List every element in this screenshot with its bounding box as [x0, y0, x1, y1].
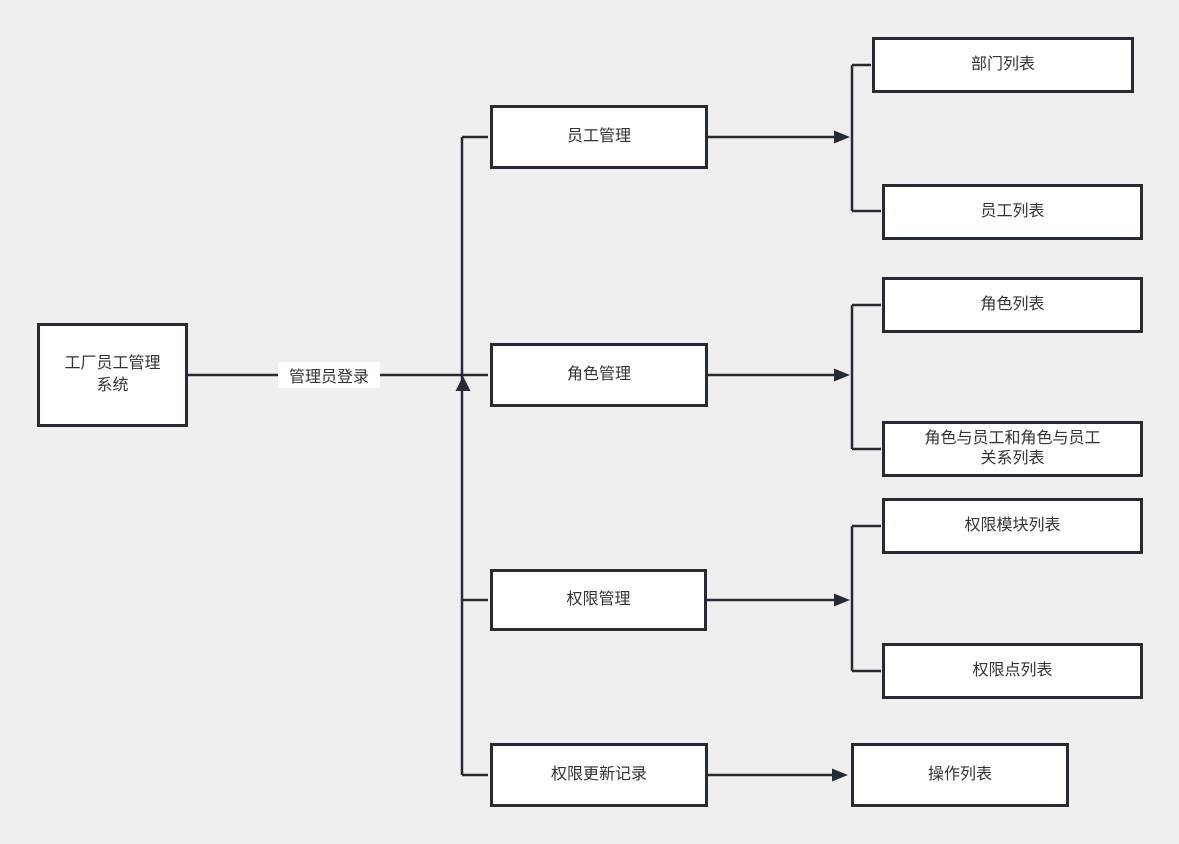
node-label: 员工列表 [980, 203, 1045, 221]
node-label-line: 工厂员工管理 [64, 355, 161, 373]
node-label: 权限管理 [566, 591, 631, 609]
node-label: 操作列表 [927, 766, 992, 784]
node-label: 部门列表 [970, 56, 1035, 74]
node-permission-management[interactable]: 权限管理 [490, 569, 707, 631]
node-role-list[interactable]: 角色列表 [882, 277, 1143, 333]
node-role-employee-relation-list[interactable]: 角色与员工和角色与员工 关系列表 [882, 421, 1143, 477]
arrowhead-employee-mgmt [834, 130, 850, 144]
node-label: 员工管理 [566, 128, 631, 146]
node-label: 角色列表 [980, 296, 1045, 314]
arrowhead-operation-list [832, 768, 848, 782]
node-role-management[interactable]: 角色管理 [490, 343, 708, 407]
node-factory-employee-management-system[interactable]: 工厂员工管理 系统 [37, 323, 188, 427]
node-permission-module-list[interactable]: 权限模块列表 [882, 498, 1143, 554]
node-employee-list[interactable]: 员工列表 [882, 184, 1143, 240]
node-label: 权限点列表 [972, 662, 1053, 680]
node-label: 角色管理 [566, 366, 631, 384]
node-label-line: 关系列表 [980, 450, 1045, 467]
node-department-list[interactable]: 部门列表 [872, 37, 1134, 93]
arrowhead-permission-mgmt [834, 593, 850, 607]
node-label-line: 角色与员工和角色与员工 [924, 430, 1101, 447]
node-label: 权限更新记录 [550, 766, 647, 784]
arrowhead-role-mgmt [834, 368, 850, 382]
node-label-line: 系统 [96, 377, 129, 394]
node-employee-management[interactable]: 员工管理 [490, 105, 708, 169]
node-permission-point-list[interactable]: 权限点列表 [882, 643, 1143, 699]
node-label: 权限模块列表 [964, 517, 1061, 535]
node-permission-update-log[interactable]: 权限更新记录 [490, 743, 708, 807]
node-operation-list[interactable]: 操作列表 [851, 743, 1069, 807]
edge-label-admin-login: 管理员登录 [278, 362, 380, 388]
